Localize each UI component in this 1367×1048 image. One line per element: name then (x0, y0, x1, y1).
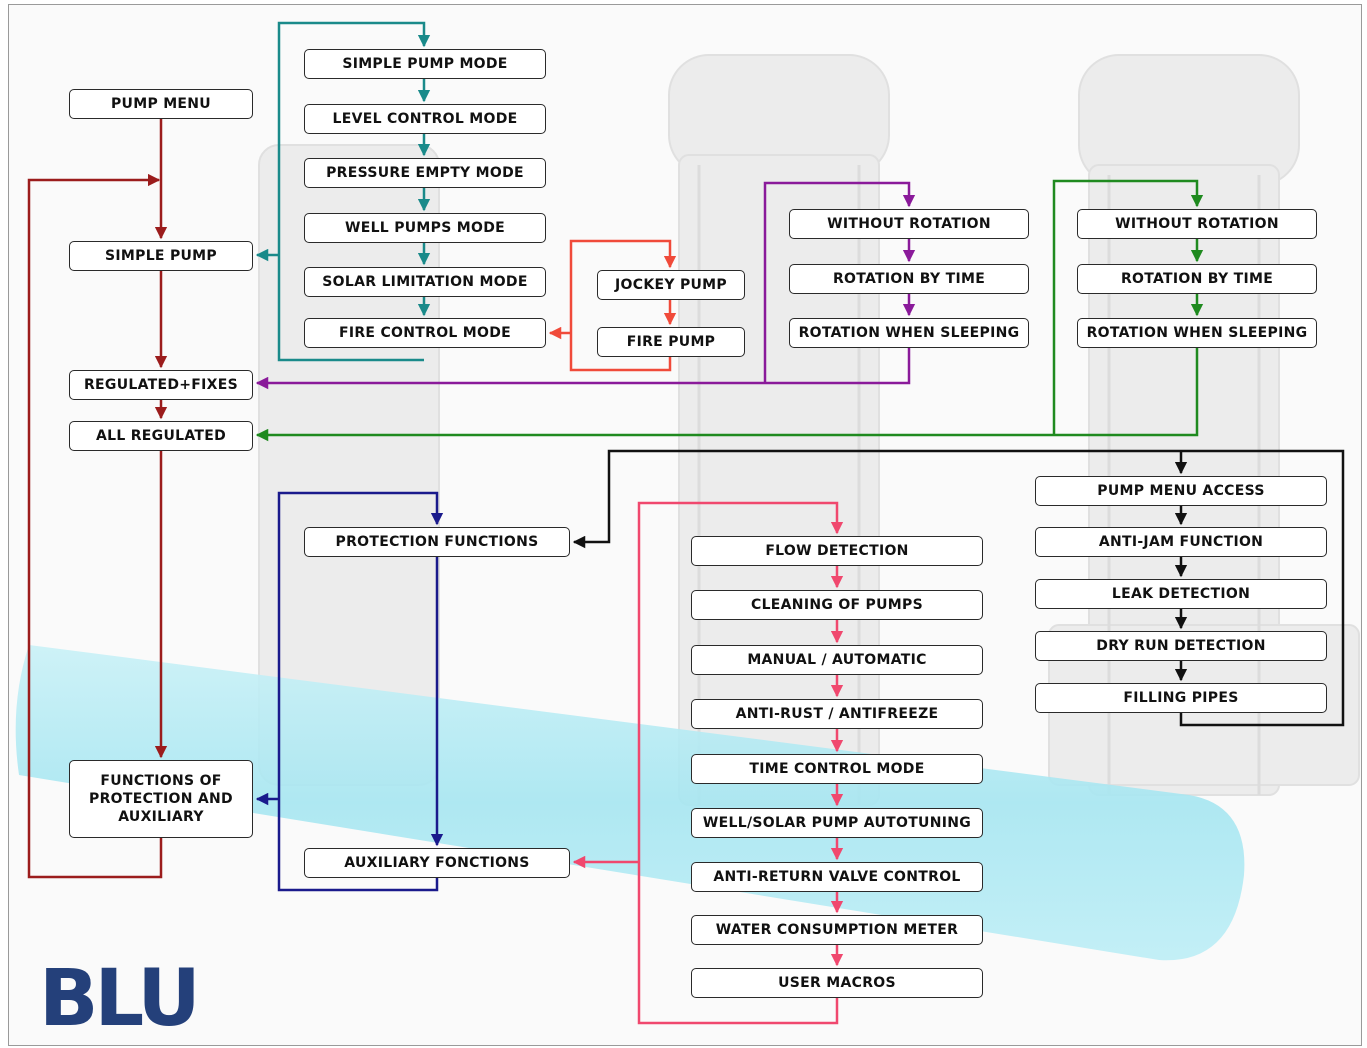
mode-level-control: LEVEL CONTROL MODE (304, 104, 546, 134)
blu-logo: BLU (39, 954, 201, 1044)
rotation-b-when-sleeping: ROTATION WHEN SLEEPING (1077, 318, 1317, 348)
prot-pump-menu-access: PUMP MENU ACCESS (1035, 476, 1327, 506)
loop-protection-black (572, 449, 1345, 727)
prot-leak-detection: LEAK DETECTION (1035, 579, 1327, 609)
diagram-frame: PUMP MENU SIMPLE PUMP REGULATED+FIXES AL… (8, 4, 1362, 1046)
prot-filling-pipes: FILLING PIPES (1035, 683, 1327, 713)
loop-rotation-a-purple (763, 181, 916, 383)
auxiliary-functions-box: AUXILIARY FONCTIONS (304, 848, 570, 878)
loop-fire-red (569, 239, 677, 372)
protection-functions-box: PROTECTION FUNCTIONS (304, 527, 570, 557)
aux-manual-automatic: MANUAL / AUTOMATIC (691, 645, 983, 675)
mode-simple-pump-mode: SIMPLE PUMP MODE (304, 49, 546, 79)
mode-solar-limitation: SOLAR LIMITATION MODE (304, 267, 546, 297)
loop-auxiliary-pink (637, 501, 844, 1025)
rotation-a-when-sleeping: ROTATION WHEN SLEEPING (789, 318, 1029, 348)
loop-functions-back-to-simple (27, 173, 163, 879)
functions-protection-auxiliary-box: FUNCTIONS OF PROTECTION AND AUXILIARY (69, 760, 253, 838)
mode-well-pumps: WELL PUMPS MODE (304, 213, 546, 243)
rotation-b-without-rotation: WITHOUT ROTATION (1077, 209, 1317, 239)
jockey-pump-box: JOCKEY PUMP (597, 270, 745, 300)
pump-menu-box: PUMP MENU (69, 89, 253, 119)
aux-cleaning-of-pumps: CLEANING OF PUMPS (691, 590, 983, 620)
aux-anti-return-valve: ANTI-RETURN VALVE CONTROL (691, 862, 983, 892)
loop-modes-teal (277, 21, 431, 362)
regulated-fixes-box: REGULATED+FIXES (69, 370, 253, 400)
all-regulated-box: ALL REGULATED (69, 421, 253, 451)
fire-pump-box: FIRE PUMP (597, 327, 745, 357)
rotation-a-without-rotation: WITHOUT ROTATION (789, 209, 1029, 239)
aux-flow-detection: FLOW DETECTION (691, 536, 983, 566)
aux-anti-rust-antifreeze: ANTI-RUST / ANTIFREEZE (691, 699, 983, 729)
aux-water-consumption-meter: WATER CONSUMPTION METER (691, 915, 983, 945)
arrow-rotation-a-to-regulated (255, 348, 911, 390)
loop-protection-navy (277, 491, 444, 892)
arrow-rotation-b-to-all-regulated (255, 348, 1199, 442)
rotation-b-by-time: ROTATION BY TIME (1077, 264, 1317, 294)
aux-well-solar-autotuning: WELL/SOLAR PUMP AUTOTUNING (691, 808, 983, 838)
prot-dry-run-detection: DRY RUN DETECTION (1035, 631, 1327, 661)
loop-rotation-b-green (1052, 179, 1204, 435)
mode-pressure-empty: PRESSURE EMPTY MODE (304, 158, 546, 188)
mode-fire-control: FIRE CONTROL MODE (304, 318, 546, 348)
aux-user-macros: USER MACROS (691, 968, 983, 998)
aux-time-control-mode: TIME CONTROL MODE (691, 754, 983, 784)
simple-pump-box: SIMPLE PUMP (69, 241, 253, 271)
rotation-a-by-time: ROTATION BY TIME (789, 264, 1029, 294)
connector-lines (27, 21, 1345, 1025)
prot-anti-jam-function: ANTI-JAM FUNCTION (1035, 527, 1327, 557)
